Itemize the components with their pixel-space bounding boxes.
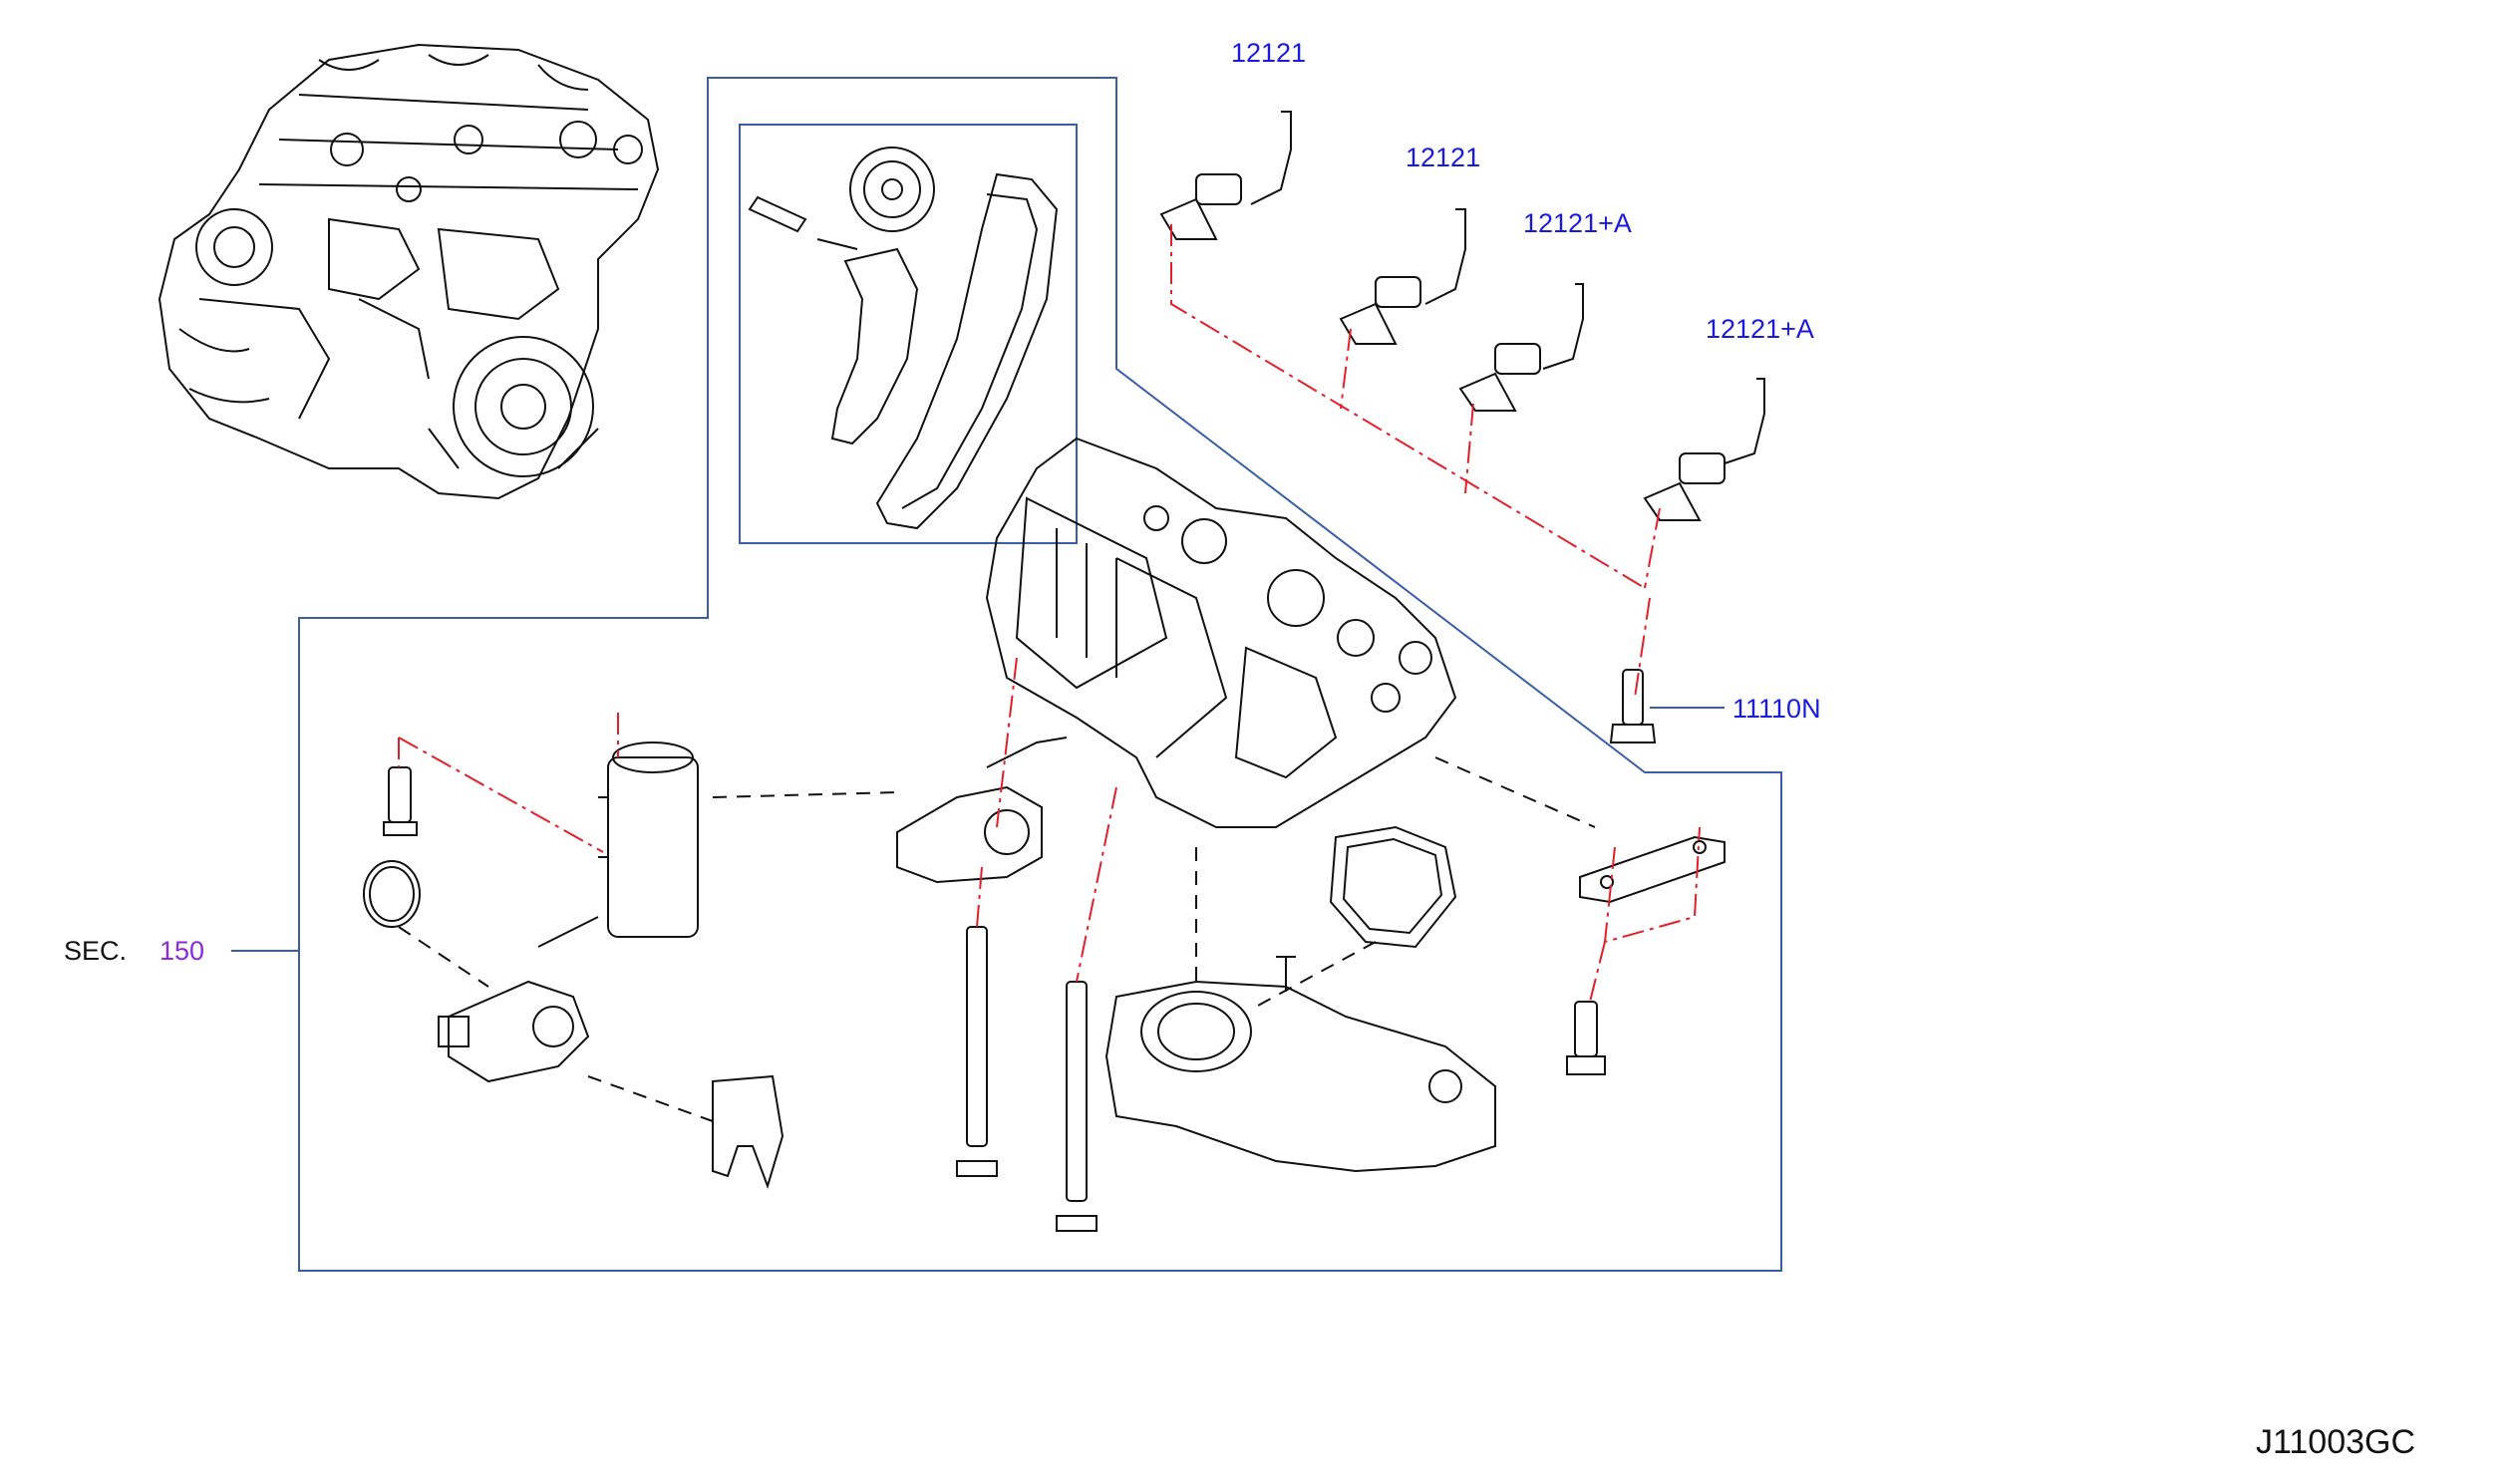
timing-chain	[875, 172, 1059, 530]
sensor-12121A-b	[1643, 378, 1765, 521]
red-leader-lines	[398, 224, 1701, 1003]
oil-strainer-housing	[1104, 956, 1496, 1173]
diagram-code: J11003GC	[2256, 1423, 2416, 1461]
callout-12121A-second: 12121+A	[1706, 314, 1814, 344]
small-bolt-left	[383, 766, 418, 836]
callout-12121A-first: 12121+A	[1523, 208, 1632, 238]
long-bolt-b	[1056, 981, 1098, 1232]
gasket	[1329, 825, 1457, 949]
sensor-12121-b	[1339, 208, 1466, 345]
engine-block-part	[985, 437, 1457, 828]
callout-12121-top: 12121	[1231, 38, 1307, 68]
sensor-12121A-a	[1458, 283, 1584, 412]
retaining-clip	[712, 1074, 785, 1190]
bolt-11110N	[1609, 669, 1657, 743]
solenoid-valve-part	[537, 742, 699, 948]
timing-chain-inset	[739, 124, 1078, 544]
engine-assembly-illustration	[157, 43, 660, 500]
callout-11110N: 11110N	[1732, 694, 1821, 724]
sprocket	[849, 147, 935, 232]
chain-guide	[830, 247, 919, 445]
long-bolt-a	[956, 926, 998, 1177]
callout-12121-second: 12121	[1406, 143, 1481, 172]
solenoid-connector-center	[896, 737, 1068, 884]
callout-leader-lines	[231, 707, 1725, 952]
mounting-plate	[1579, 835, 1726, 904]
small-bolt-right	[1566, 1001, 1606, 1075]
dowel-pin	[748, 195, 807, 233]
section-prefix: SEC.	[64, 936, 128, 966]
o-ring	[363, 860, 421, 928]
black-leader-lines	[398, 756, 1596, 1122]
section-frame	[298, 77, 1782, 1272]
section-number-link[interactable]: 150	[159, 936, 205, 966]
solenoid-connector-left	[438, 980, 590, 1083]
sensor-12121-a	[1159, 111, 1292, 240]
